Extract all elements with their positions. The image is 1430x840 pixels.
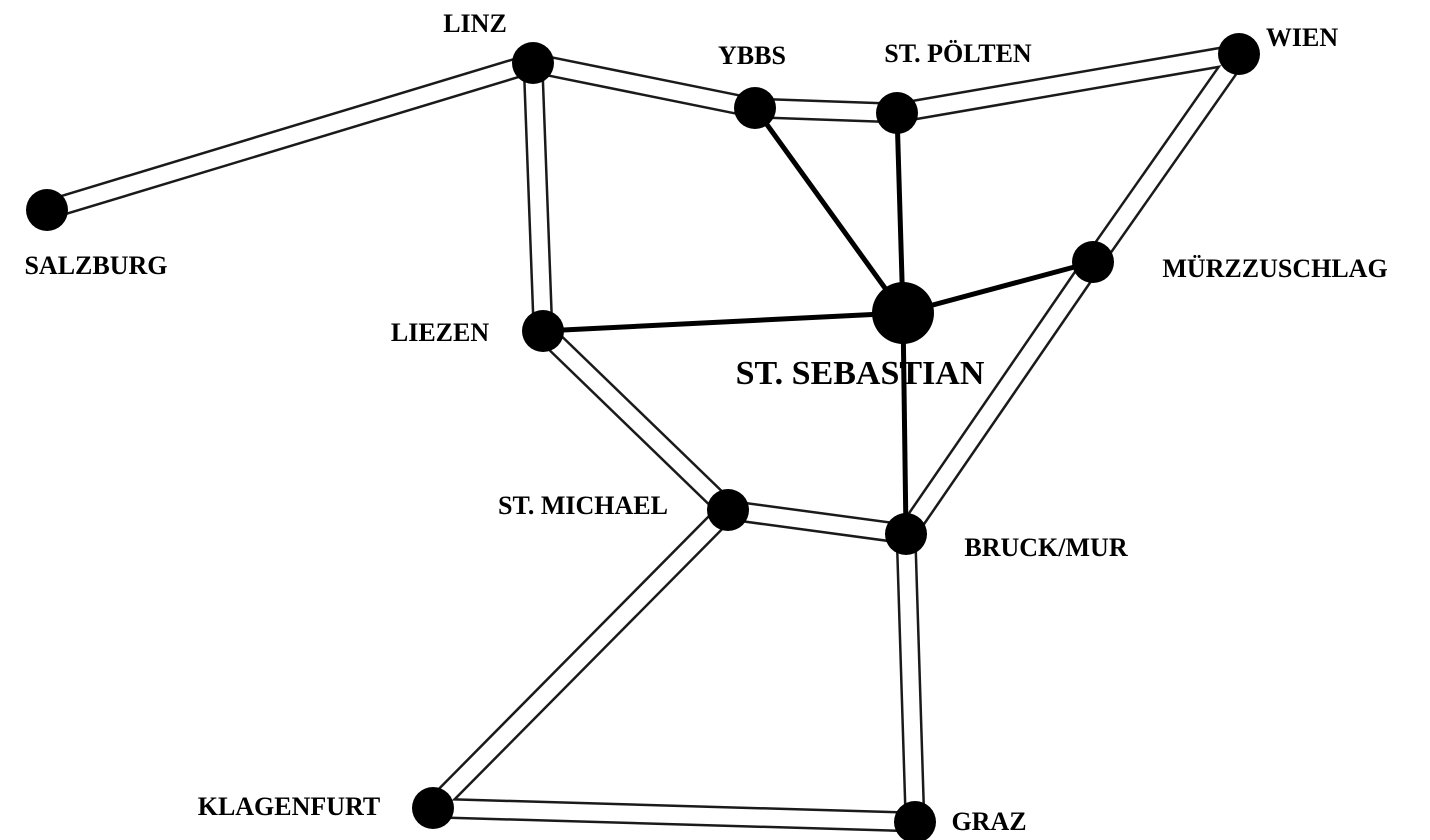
link-st-sebastian-ybbs: [752, 106, 906, 315]
label-klagenfurt: KLAGENFURT: [198, 792, 381, 821]
link-st-sebastian-liezen: [542, 310, 904, 334]
highway-muerzzuschlag-bruck-mur: [899, 257, 1100, 539]
label-st-sebastian: ST. SEBASTIAN: [736, 355, 985, 392]
highway-salzburg-linz: [44, 55, 536, 218]
highway-wien-muerzzuschlag: [1086, 49, 1246, 267]
highway-linz-liezen: [525, 62, 551, 332]
city-node-salzburg: [26, 189, 68, 231]
highway-ybbs-st-poelten: [754, 100, 898, 121]
highway-klagenfurt-graz: [432, 800, 916, 830]
city-node-bruck-mur: [885, 513, 927, 555]
label-graz: GRAZ: [951, 807, 1026, 836]
city-node-st-michael: [707, 489, 749, 531]
label-bruck-mur: BRUCK/MUR: [964, 533, 1127, 562]
highway-st-poelten-wien: [895, 46, 1241, 121]
city-node-st-poelten: [876, 92, 918, 134]
link-st-sebastian-bruck-mur: [900, 312, 909, 535]
label-liezen: LIEZEN: [391, 318, 489, 347]
highway-bruck-mur-graz: [898, 533, 923, 823]
city-node-layer: [26, 33, 1260, 840]
link-layer: [542, 106, 1094, 535]
highway-layer: [43, 43, 1248, 833]
label-st-michael: ST. MICHAEL: [498, 491, 668, 520]
highway-fills: [44, 46, 1246, 830]
label-linz: LINZ: [443, 9, 507, 38]
highway-liezen-st-michael: [537, 325, 734, 516]
label-wien: WIEN: [1266, 23, 1338, 52]
city-node-ybbs: [734, 87, 776, 129]
city-node-liezen: [522, 310, 564, 352]
label-ybbs: YBBS: [718, 41, 786, 70]
label-st-poelten: ST. PÖLTEN: [884, 39, 1032, 68]
city-node-muerzzuschlag: [1072, 241, 1114, 283]
link-st-sebastian-st-poelten: [894, 112, 906, 314]
label-salzburg: SALZBURG: [24, 251, 167, 280]
highway-st-michael-klagenfurt: [427, 504, 734, 814]
city-node-wien: [1218, 33, 1260, 75]
city-node-klagenfurt: [412, 787, 454, 829]
city-node-linz: [512, 42, 554, 84]
link-st-sebastian-muerzzuschlag: [902, 259, 1094, 316]
highway-linz-ybbs: [531, 55, 757, 116]
highway-st-michael-bruck-mur: [726, 502, 908, 542]
city-node-graz: [894, 801, 936, 840]
city-label-layer: LINZ YBBS ST. PÖLTEN WIEN SALZBURG MÜRZZ…: [24, 9, 1387, 836]
city-node-st-sebastian: [872, 282, 934, 344]
label-muerzzuschlag: MÜRZZUSCHLAG: [1162, 254, 1387, 283]
